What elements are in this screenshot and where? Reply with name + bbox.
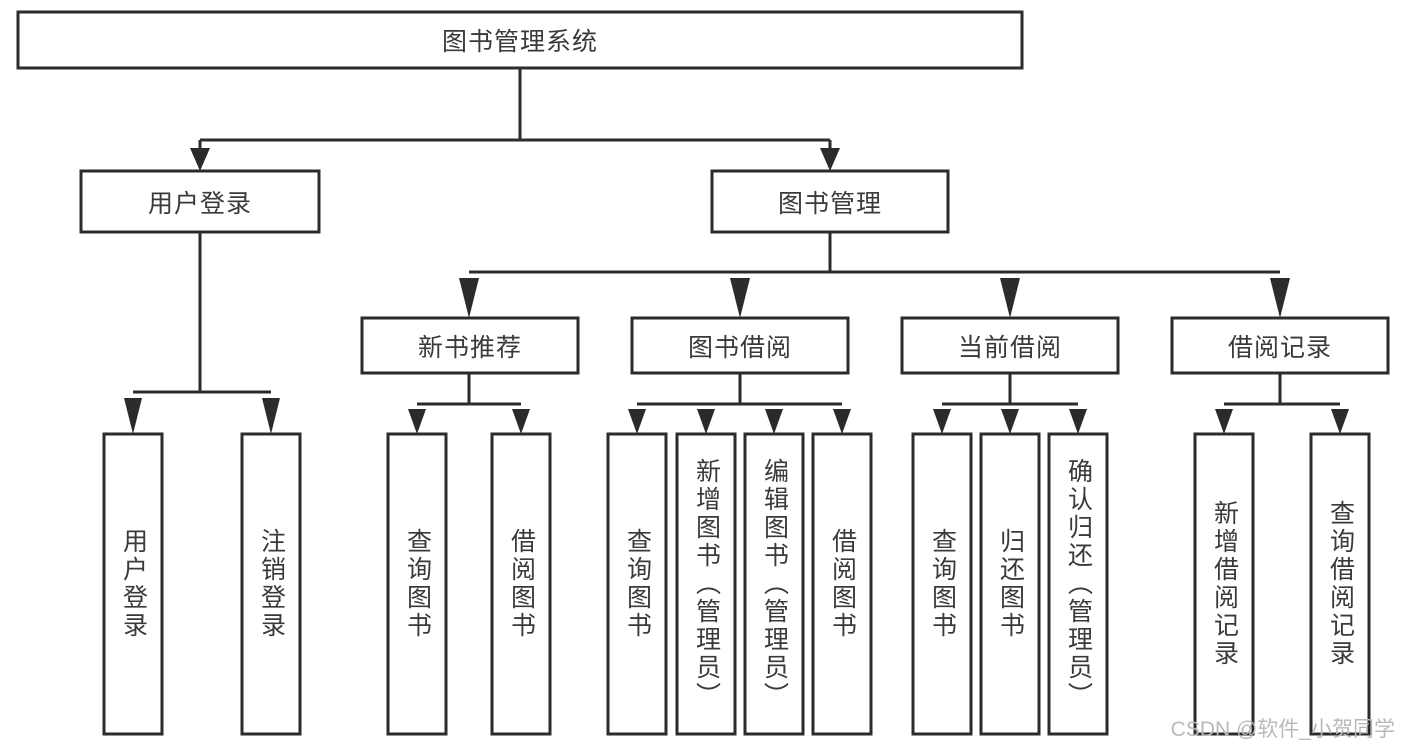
- arrowhead-new-book-rec: [459, 278, 479, 318]
- arrowhead-leaf-query-record: [1331, 409, 1349, 434]
- node-box-leaf-edit-book[interactable]: [743, 432, 805, 736]
- arrowhead-current-borrow: [1000, 278, 1020, 318]
- arrowhead-leaf-query-book-3: [933, 409, 951, 434]
- node-box-book-borrow[interactable]: [630, 316, 850, 375]
- arrowhead-leaf-user-login: [124, 398, 142, 434]
- arrowhead-book-manage: [820, 148, 840, 171]
- node-box-user-login[interactable]: [79, 169, 321, 234]
- node-box-leaf-return-book[interactable]: [979, 432, 1041, 736]
- arrowhead-borrow-record: [1270, 278, 1290, 318]
- node-box-leaf-borrow-book-2[interactable]: [811, 432, 873, 736]
- arrowhead-leaf-query-book-1: [408, 409, 426, 434]
- node-box-current-borrow[interactable]: [900, 316, 1120, 375]
- node-box-leaf-query-book-3[interactable]: [911, 432, 973, 736]
- node-box-new-book-rec[interactable]: [360, 316, 580, 375]
- node-box-leaf-add-book[interactable]: [675, 432, 737, 736]
- node-box-leaf-add-record[interactable]: [1193, 432, 1255, 736]
- node-box-borrow-record[interactable]: [1170, 316, 1390, 375]
- arrowhead-user-login: [190, 148, 210, 171]
- node-box-leaf-query-book-2[interactable]: [606, 432, 668, 736]
- node-box-leaf-user-login[interactable]: [102, 432, 164, 736]
- arrowhead-leaf-borrow-book-1: [512, 409, 530, 434]
- arrowhead-leaf-add-record: [1215, 409, 1233, 434]
- node-box-leaf-confirm-return[interactable]: [1047, 432, 1109, 736]
- node-box-leaf-query-book-1[interactable]: [386, 432, 448, 736]
- arrowhead-leaf-borrow-book-2: [833, 409, 851, 434]
- arrowhead-leaf-add-book: [697, 409, 715, 434]
- arrowhead-leaf-edit-book: [765, 409, 783, 434]
- node-box-leaf-logout[interactable]: [240, 432, 302, 736]
- arrowhead-book-borrow: [730, 278, 750, 318]
- node-box-leaf-query-record[interactable]: [1309, 432, 1371, 736]
- arrowhead-leaf-confirm-return: [1069, 409, 1087, 434]
- arrowhead-leaf-logout: [262, 398, 280, 434]
- node-box-root[interactable]: [16, 10, 1024, 70]
- node-box-book-manage[interactable]: [710, 169, 950, 234]
- node-box-leaf-borrow-book-1[interactable]: [490, 432, 552, 736]
- arrowhead-leaf-query-book-2: [628, 409, 646, 434]
- arrowhead-leaf-return-book: [1001, 409, 1019, 434]
